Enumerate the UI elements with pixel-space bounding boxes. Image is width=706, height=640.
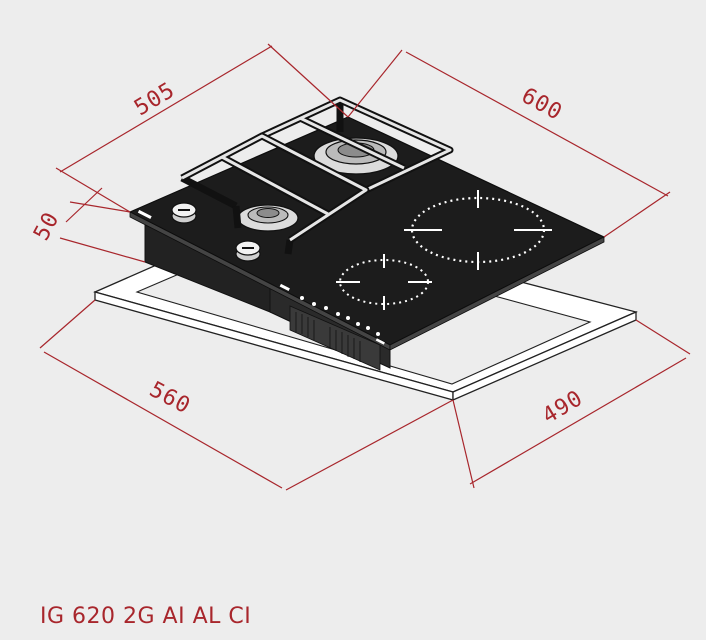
dimension-label-50: 50 — [29, 208, 64, 245]
induction-zone-large — [404, 190, 552, 270]
electronics-module — [289, 305, 381, 371]
control-knob-left — [171, 202, 197, 224]
pan-support-front-inner — [181, 134, 368, 242]
dimension-label-600: 600 — [517, 83, 567, 126]
pan-support-rear-inner — [261, 98, 452, 192]
dimension-label-505: 505 — [130, 78, 180, 121]
dimension-lines — [39, 43, 691, 491]
dimension-label-560: 560 — [145, 377, 194, 419]
induction-zone-small — [336, 254, 432, 310]
model-name: IG 620 2G AI AL CI — [40, 604, 252, 629]
control-knob-right — [235, 240, 261, 262]
dimension-label-490: 490 — [538, 386, 588, 429]
gas-burner-small — [237, 204, 299, 232]
touch-control-panel — [279, 283, 385, 345]
brand-logo-mark — [137, 209, 152, 219]
